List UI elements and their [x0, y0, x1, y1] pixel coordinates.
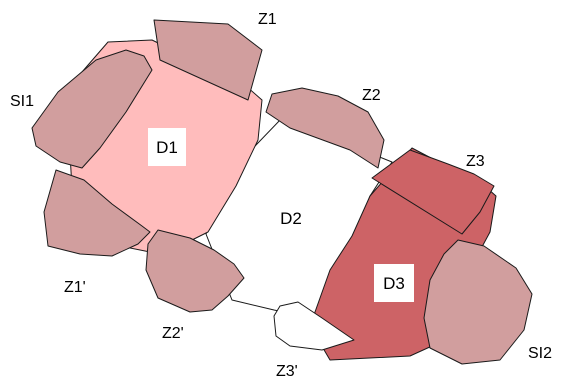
si1-label: SI1	[10, 93, 34, 110]
z3-label: Z3	[466, 153, 485, 170]
zone-z3	[371, 149, 495, 235]
d3-label-box	[374, 264, 414, 302]
zone-z1-prime	[43, 169, 151, 257]
zone-z2	[265, 87, 385, 169]
z2-label: Z2	[362, 87, 381, 104]
zone-si2	[423, 239, 533, 365]
zone-si1	[31, 49, 153, 169]
si2-label: SI2	[528, 345, 552, 362]
d1-label: D1	[156, 138, 178, 157]
z2-prime-label: Z2'	[162, 325, 184, 342]
d3-label: D3	[383, 274, 405, 293]
z3-prime-label: Z3'	[276, 363, 298, 380]
d2-label: D2	[280, 209, 302, 228]
zone-z3-prime	[273, 301, 355, 351]
z1-label: Z1	[258, 11, 277, 28]
zone-z1	[153, 19, 263, 101]
zone-z2-prime	[145, 229, 245, 313]
d1-label-box	[148, 128, 186, 166]
z1-prime-label: Z1'	[64, 279, 86, 296]
